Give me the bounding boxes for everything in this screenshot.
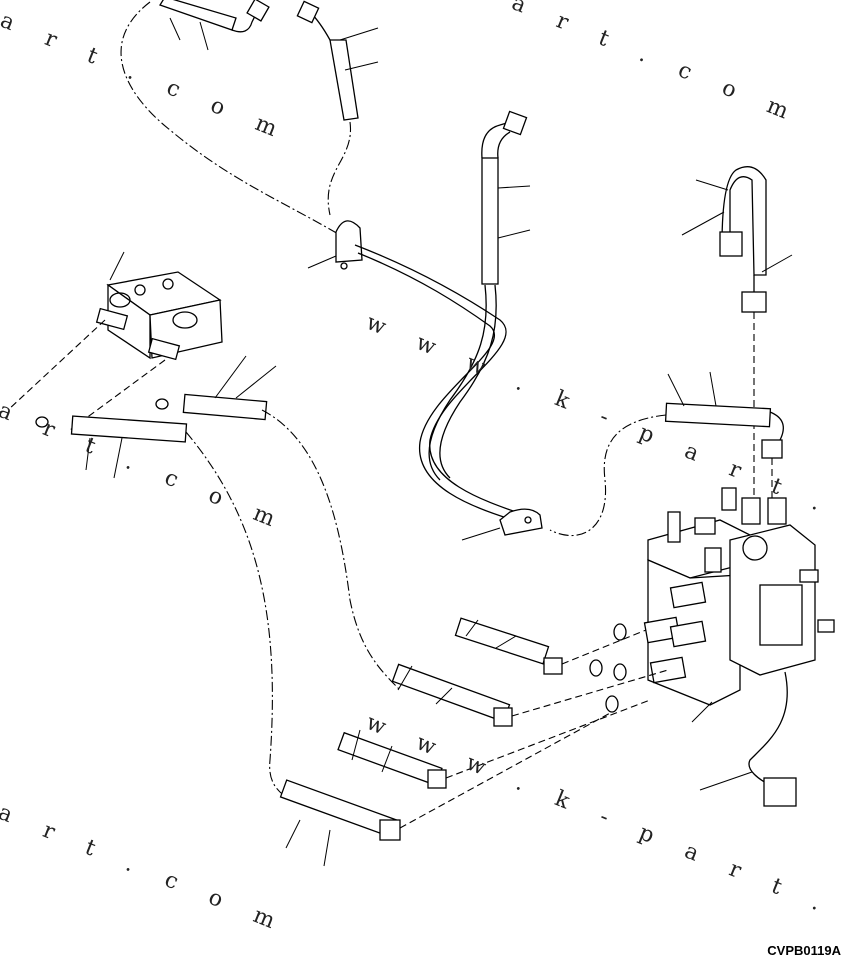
hose-lower-2 <box>391 663 669 727</box>
main-pipe <box>354 244 526 523</box>
valve-block-left <box>7 251 223 431</box>
clamp-upper <box>307 220 363 270</box>
drawing-code: CVPB0119A <box>767 943 841 958</box>
hose-center-vertical <box>481 110 531 285</box>
hose-top-middle <box>296 0 379 216</box>
hose-left-pair <box>35 355 401 801</box>
control-valve <box>643 487 835 807</box>
hose-right-upper <box>549 371 784 537</box>
hose-lower-1 <box>454 617 647 675</box>
o-rings <box>589 623 627 713</box>
hose-lower-4 <box>279 711 613 867</box>
hose-top-left <box>120 0 341 236</box>
hose-lower-3 <box>337 699 651 789</box>
clamp-lower <box>461 508 543 541</box>
hose-u-bend <box>681 166 793 500</box>
